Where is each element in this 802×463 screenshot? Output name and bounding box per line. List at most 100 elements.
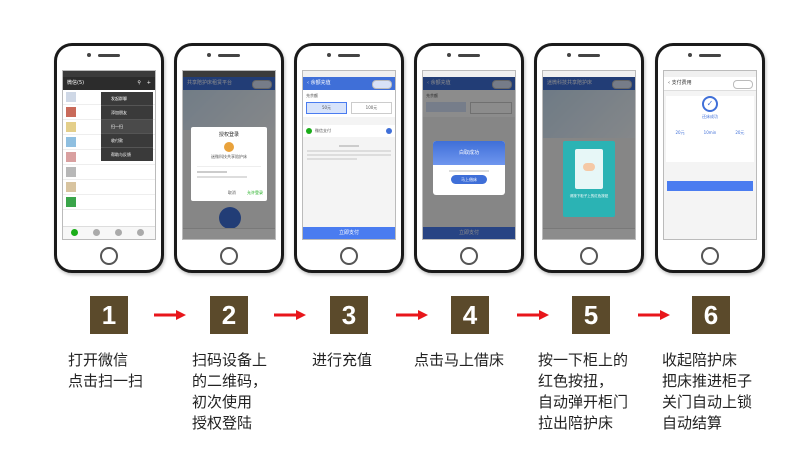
borrow-screen: ‹ 余额充值 充余额 立即支付 白取成功 马上借床 (422, 70, 516, 240)
app-header: 共享陪护床租赁平台 (183, 77, 275, 90)
app-header: ‹ 余额充值 (303, 77, 395, 90)
success-card: 白取成功 马上借床 (433, 141, 505, 195)
amount-label: 充余额 (306, 93, 318, 98)
allow-login-button[interactable]: 允许登录 (247, 190, 263, 195)
camera-icon (207, 53, 211, 57)
menu-item-payment[interactable]: 收付款 (101, 134, 153, 148)
home-button (100, 247, 118, 265)
terms-text (307, 145, 391, 160)
plus-icon[interactable]: + (146, 80, 151, 86)
cancel-button[interactable]: 取消 (227, 190, 236, 195)
arrow-right-icon (154, 310, 186, 320)
wechat-pay-icon (306, 128, 312, 134)
speaker-icon (218, 54, 240, 57)
list-item[interactable] (63, 165, 155, 180)
discover-tab-icon[interactable] (115, 229, 122, 236)
menu-item-help[interactable]: 帮助与反馈 (111, 152, 131, 157)
success-check-icon: ✓ (702, 96, 718, 112)
settlement-screen: ‹ 支付费用 ✓ 还床成功 20元 10min 20元 (663, 70, 757, 240)
hand-press-icon (583, 163, 595, 171)
status-bar (63, 71, 155, 77)
home-button (701, 247, 719, 265)
status-bar (423, 71, 515, 77)
amount-section: 充余额 (423, 90, 515, 117)
confirm-button[interactable] (667, 181, 753, 191)
step-description-5: 按一下柜上的 红色按扭， 自动弹开柜门 拉出陪护床 (538, 351, 629, 432)
list-item[interactable] (63, 180, 155, 195)
done-label: 还床成功 (702, 114, 718, 119)
camera-icon (447, 53, 451, 57)
wechat-screen: 微信(5) ⚲ + 发起群聊 添加朋友 扫一扫 收付款 帮助与反馈 (62, 70, 156, 240)
menu-item-group-chat[interactable]: 发起群聊 (101, 92, 153, 106)
amount-label: 充余额 (426, 93, 438, 98)
cabinet-illustration (575, 149, 603, 189)
app-title: 余额充值 (310, 80, 331, 86)
arrow-right-icon (274, 310, 306, 320)
menu-item-add-friend[interactable]: 添加朋友 (101, 106, 153, 120)
list-item[interactable] (63, 150, 155, 165)
back-icon[interactable]: ‹ (427, 80, 431, 86)
step-number-5: 5 (572, 296, 610, 334)
bottom-tabbar (543, 228, 635, 239)
speaker-icon (98, 54, 120, 57)
camera-icon (87, 53, 91, 57)
menu-item-scan[interactable]: 扫一扫 (101, 120, 153, 134)
banner-image (543, 90, 635, 138)
speaker-icon (578, 54, 600, 57)
app-header: ‹ 余额充值 (423, 77, 515, 90)
recharge-screen: ‹ 余额充值 充余额 50元 100元 微信支付 立即支付 (302, 70, 396, 240)
pay-method-row[interactable]: 微信支付 (303, 125, 395, 137)
phone-mockup-4: ‹ 余额充值 充余额 立即支付 白取成功 马上借床 (414, 43, 524, 273)
back-icon[interactable]: ‹ (307, 80, 311, 86)
pay-now-button[interactable]: 立即支付 (303, 227, 395, 239)
step-number-6: 6 (692, 296, 730, 334)
capsule-menu-icon[interactable] (492, 80, 512, 89)
borrow-now-button[interactable]: 马上借床 (451, 175, 487, 184)
app-title: 迷微科技共享陪护床 (547, 80, 593, 86)
capsule-menu-icon[interactable] (372, 80, 392, 89)
scan-circle-button[interactable] (219, 207, 241, 229)
speaker-icon (338, 54, 360, 57)
status-bar (664, 71, 756, 77)
phone-mockup-5: 迷微科技共享陪护床 请按下柜子上的红色按钮 (534, 43, 644, 273)
amount-section: 充余额 50元 100元 (303, 90, 395, 117)
cabinet-hint: 请按下柜子上的红色按钮 (569, 194, 609, 198)
capsule-menu-icon[interactable] (612, 80, 632, 89)
app-logo-icon (224, 142, 234, 152)
back-icon[interactable]: ‹ (668, 80, 672, 86)
step-description-6: 收起陪护床 把床推进柜子 关门自动上锁 自动结算 (662, 351, 753, 432)
banner-image (183, 90, 275, 130)
status-bar (543, 71, 635, 77)
phone-mockup-1: 微信(5) ⚲ + 发起群聊 添加朋友 扫一扫 收付款 帮助与反馈 (54, 43, 164, 273)
phone-mockup-3: ‹ 余额充值 充余额 50元 100元 微信支付 立即支付 (294, 43, 404, 273)
camera-icon (327, 53, 331, 57)
app-header: 迷微科技共享陪护床 (543, 77, 635, 90)
list-item[interactable] (63, 195, 155, 210)
me-tab-icon[interactable] (137, 229, 144, 236)
status-bar (303, 71, 395, 77)
step-number-1: 1 (90, 296, 128, 334)
phone-mockup-2: 共享陪护床租赁平台 授权登录 迷微科技共享陪护床 取消 允许登录 (174, 43, 284, 273)
result-card: ✓ 还床成功 20元 10min 20元 (666, 96, 754, 162)
auth-dialog: 授权登录 迷微科技共享陪护床 取消 允许登录 (191, 127, 267, 201)
status-bar (183, 71, 275, 77)
chat-tab-icon[interactable] (71, 229, 78, 236)
authorize-screen: 共享陪护床租赁平台 授权登录 迷微科技共享陪护床 取消 允许登录 (182, 70, 276, 240)
step-description-3: 进行充值 (312, 351, 373, 369)
home-button (220, 247, 238, 265)
step-number-3: 3 (330, 296, 368, 334)
stat-deposit: 20元 (735, 130, 745, 135)
app-title: 共享陪护床租赁平台 (187, 80, 233, 86)
wechat-title: 微信(5) (67, 80, 85, 86)
check-icon (386, 128, 392, 134)
capsule-menu-icon[interactable] (733, 80, 753, 89)
pay-now-button[interactable]: 立即支付 (423, 227, 515, 239)
step-description-4: 点击马上借床 (414, 351, 505, 369)
capsule-menu-icon[interactable] (252, 80, 272, 89)
amount-option-50[interactable]: 50元 (306, 102, 347, 114)
amount-option-100[interactable]: 100元 (351, 102, 392, 114)
app-title: 支付费用 (671, 80, 692, 86)
dialog-app-name: 迷微科技共享陪护床 (211, 154, 247, 159)
contacts-tab-icon[interactable] (93, 229, 100, 236)
pay-method-label: 微信支付 (315, 128, 331, 133)
